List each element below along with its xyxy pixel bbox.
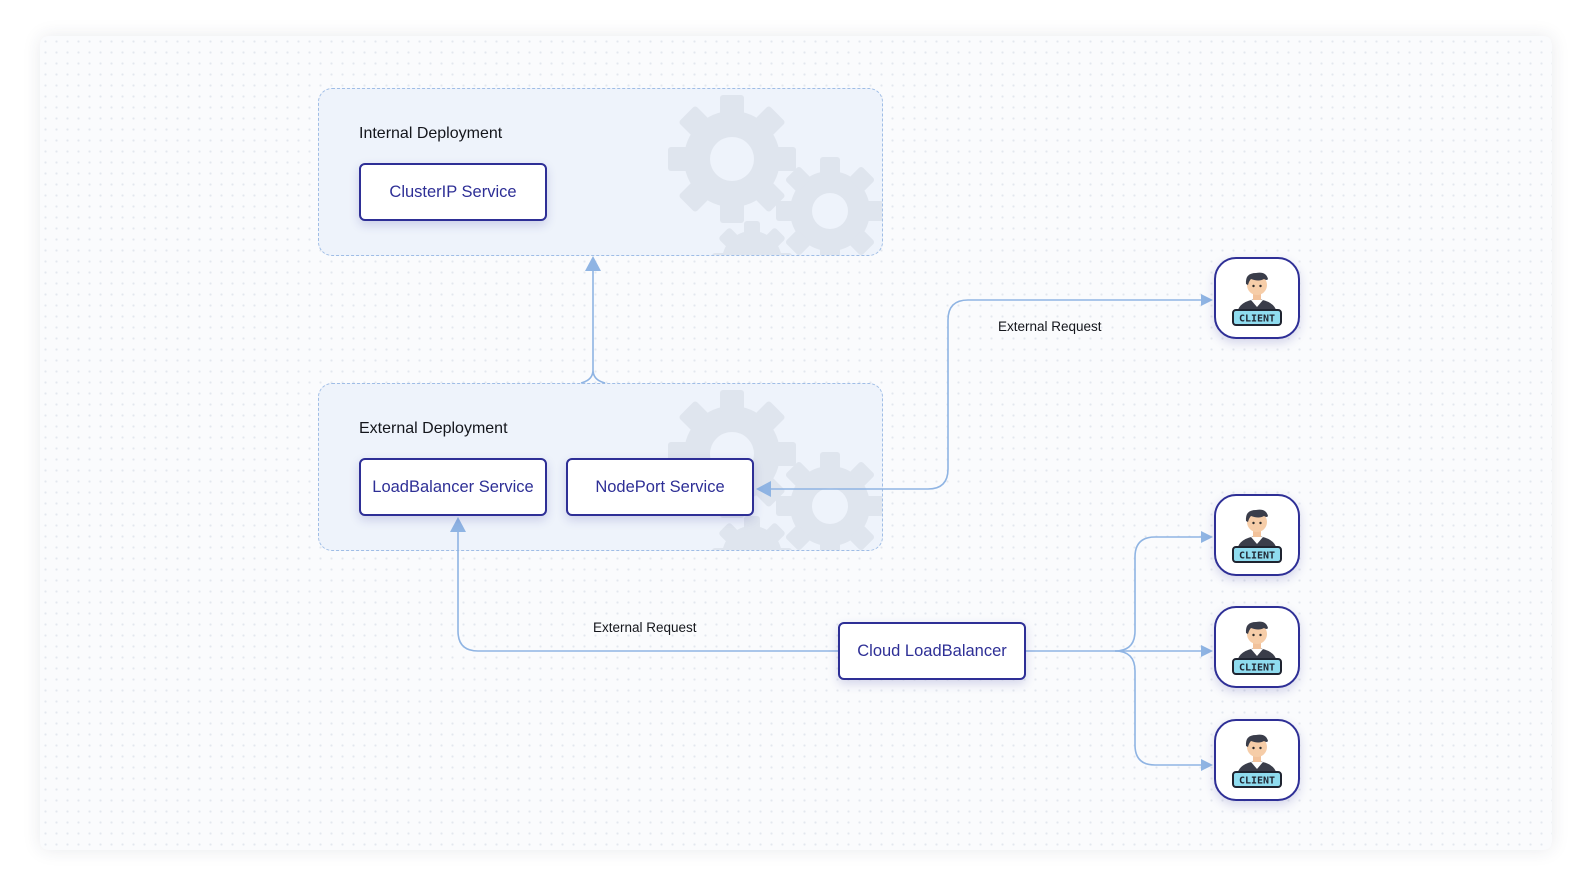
- arrowhead-up-loadbalancer: [450, 517, 466, 532]
- client-avatar-icon: CLIENT: [1232, 734, 1282, 788]
- client-avatar-icon: CLIENT: [1232, 509, 1282, 563]
- client-badge-text: CLIENT: [1239, 551, 1275, 562]
- client-node[interactable]: CLIENT: [1214, 606, 1300, 688]
- nodeport-service-button[interactable]: NodePort Service: [566, 458, 754, 516]
- connector-client-to-nodeport: [770, 299, 1206, 490]
- internal-deployment-title: Internal Deployment: [359, 125, 503, 142]
- client-node[interactable]: CLIENT: [1214, 719, 1300, 801]
- client-badge-text: CLIENT: [1239, 314, 1275, 325]
- cloud-loadbalancer-button[interactable]: Cloud LoadBalancer: [838, 622, 1026, 680]
- loadbalancer-service-button[interactable]: LoadBalancer Service: [359, 458, 547, 516]
- gears-icon: [668, 390, 882, 550]
- arrowhead-left-nodeport: [756, 481, 771, 497]
- gears-icon: [668, 95, 882, 255]
- external-deployment-title: External Deployment: [359, 420, 508, 437]
- client-badge-text: CLIENT: [1239, 776, 1275, 787]
- arrowhead-up-internal: [585, 256, 601, 271]
- client-avatar-icon: CLIENT: [1232, 272, 1282, 326]
- clusterip-service-button[interactable]: ClusterIP Service: [359, 163, 547, 221]
- connector-cloudlb-to-loadbalancer: [457, 532, 838, 652]
- client-avatar-icon: CLIENT: [1232, 621, 1282, 675]
- client-node[interactable]: CLIENT: [1214, 257, 1300, 339]
- edge-label-lb-request: External Request: [593, 620, 697, 635]
- edge-label-nodeport-request: External Request: [998, 319, 1102, 334]
- client-node[interactable]: CLIENT: [1214, 494, 1300, 576]
- connector-external-to-internal: [580, 270, 606, 384]
- client-badge-text: CLIENT: [1239, 663, 1275, 674]
